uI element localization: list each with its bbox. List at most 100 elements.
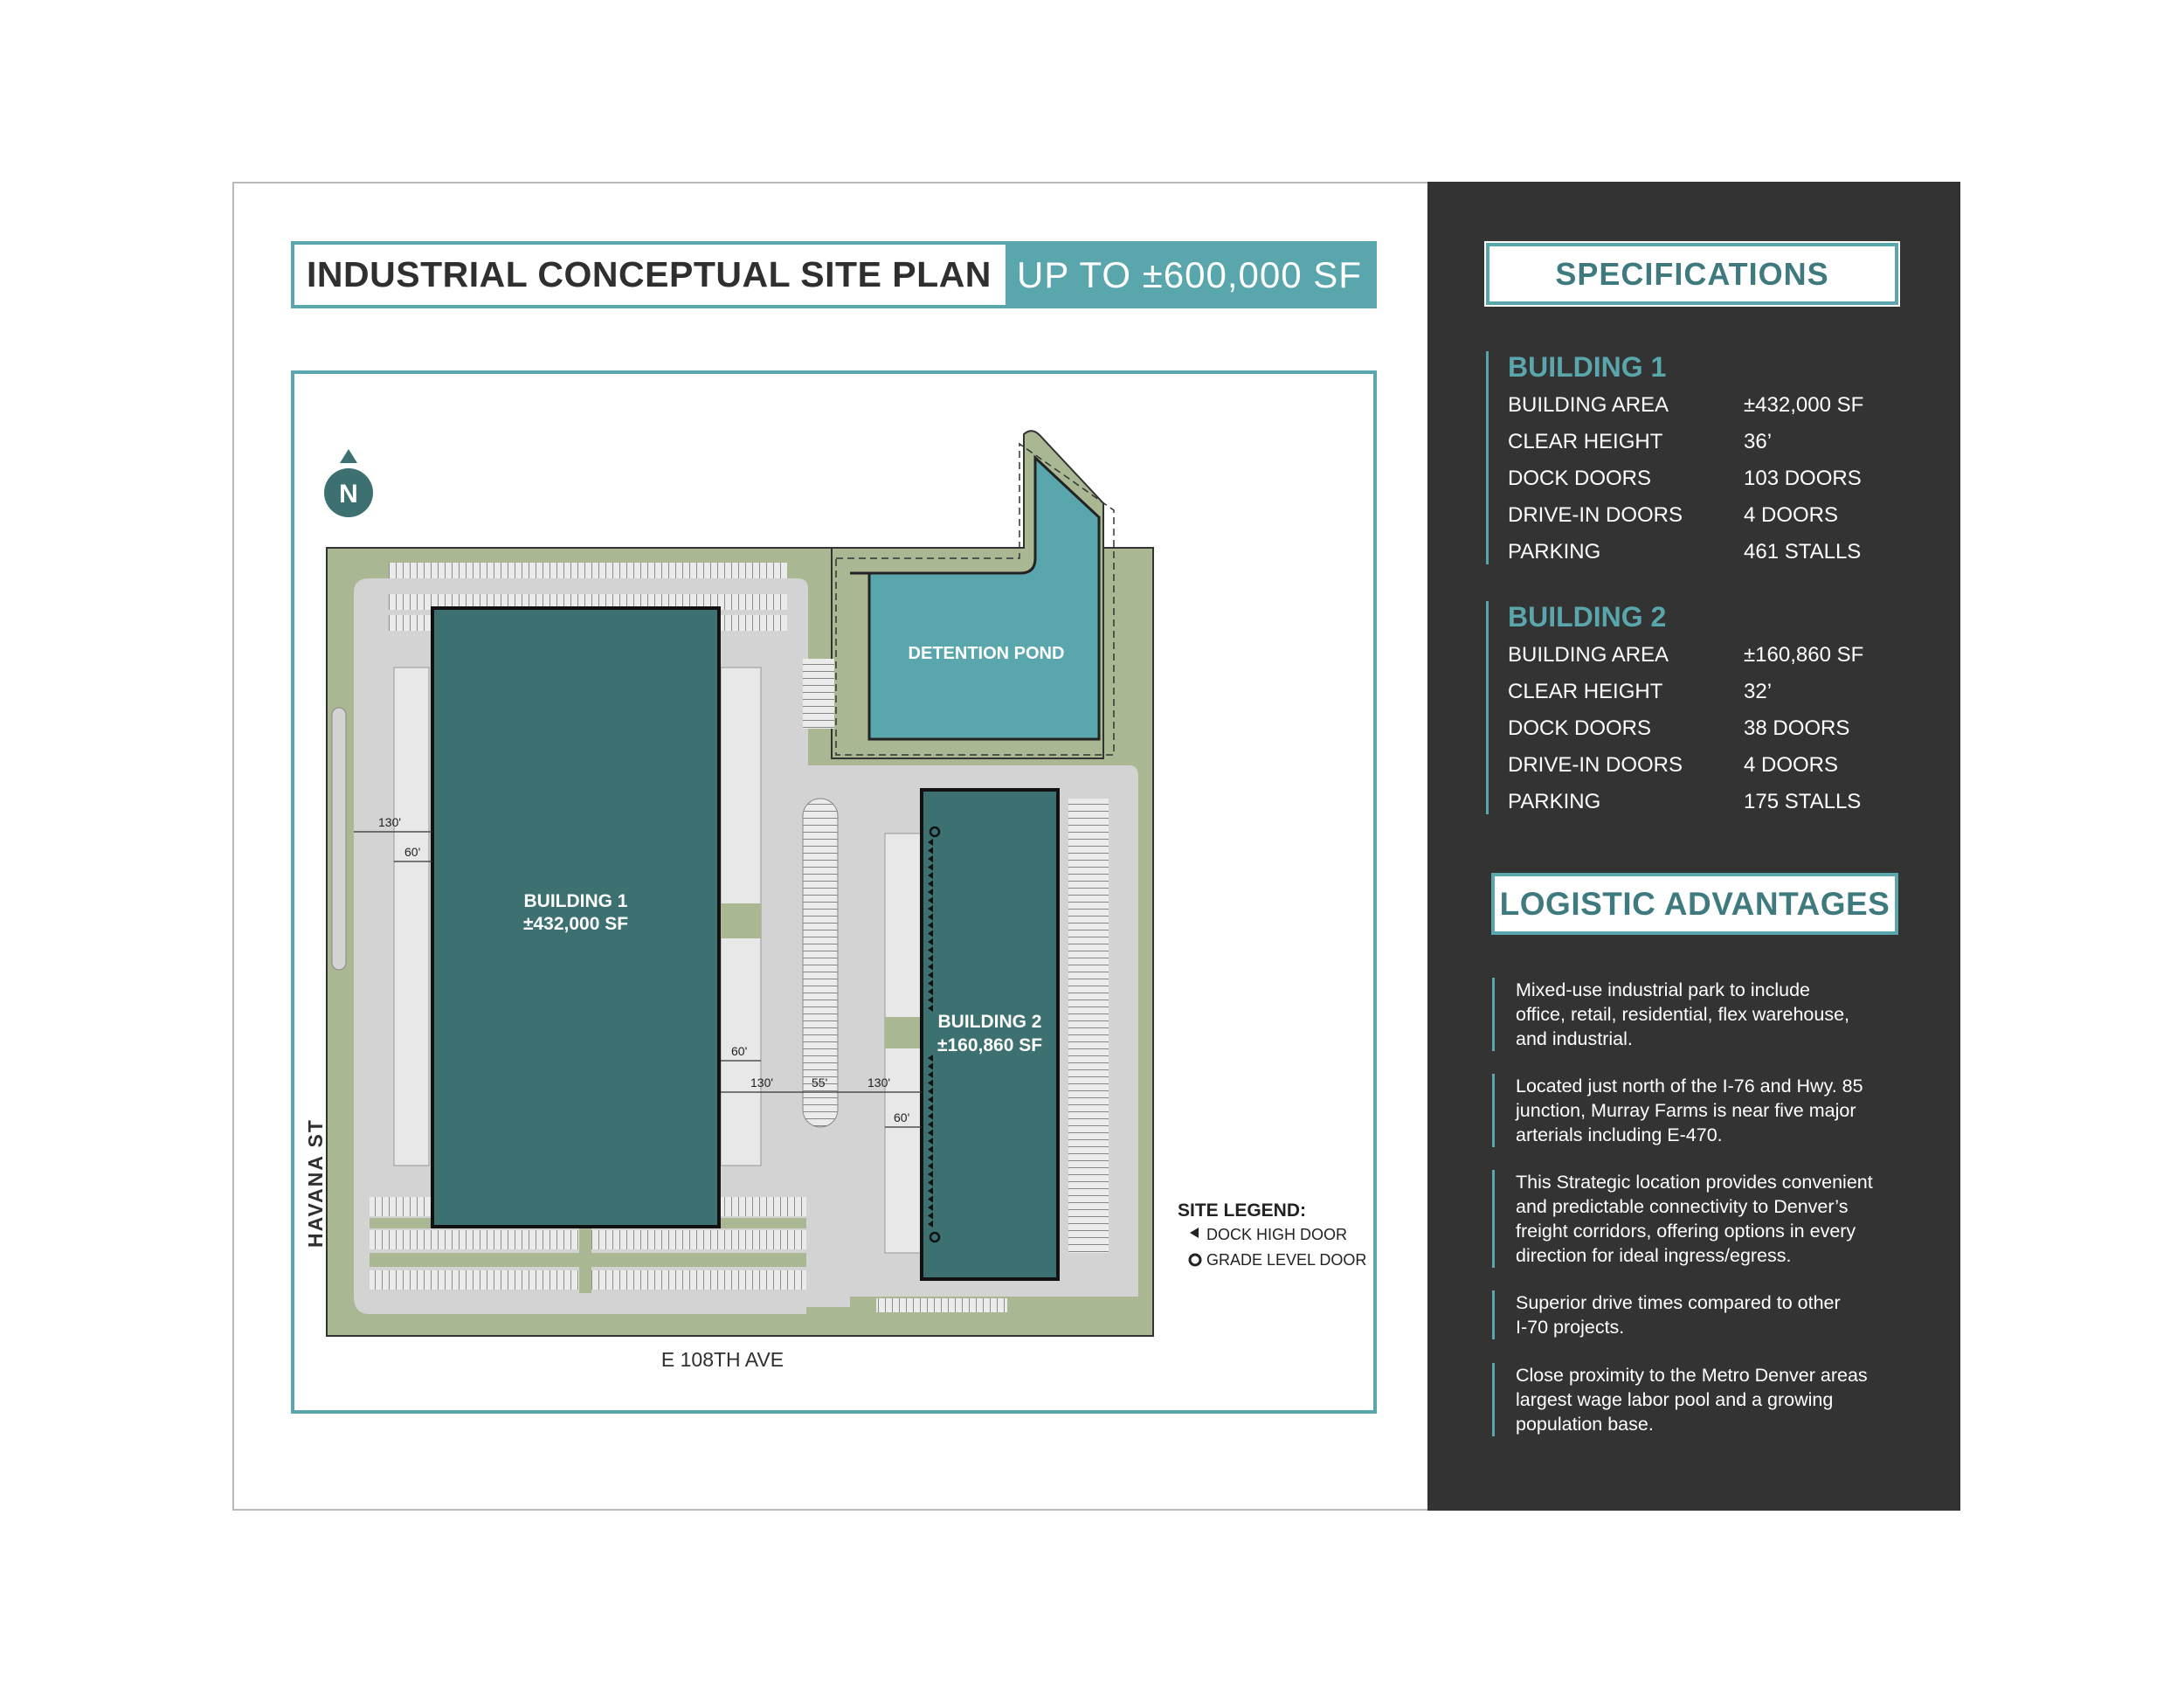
dock-door-icon — [928, 1096, 933, 1103]
dock-door-icon — [928, 863, 933, 871]
dock-door-icon — [928, 1088, 933, 1095]
dock-door-icon — [928, 1112, 933, 1120]
dim-60-b: 60' — [731, 1044, 747, 1058]
title-bar: INDUSTRIAL CONCEPTUAL SITE PLAN UP TO ±6… — [291, 241, 1377, 308]
dock-door-icon — [928, 847, 933, 854]
parking-west-small — [803, 659, 834, 729]
dock-door-icon — [928, 1062, 933, 1070]
specifications-heading: SPECIFICATIONS — [1484, 241, 1900, 307]
dock-door-icon — [928, 1179, 933, 1186]
legend-grade: GRADE LEVEL DOOR — [1206, 1251, 1366, 1269]
dock-door-icon — [928, 1104, 933, 1111]
parking-north-1 — [389, 563, 787, 578]
parking-east-b2 — [1068, 799, 1109, 1253]
dock-door-icon — [928, 1187, 933, 1194]
dock-door-icon — [928, 1005, 933, 1012]
building-2-title: BUILDING 2 — [1508, 601, 1667, 633]
dock-doors-b2 — [928, 839, 933, 1228]
building-1-area: ±432,000 SF — [523, 914, 628, 934]
dim-130-a: 130' — [378, 815, 401, 829]
dock-door-icon — [928, 1171, 933, 1178]
dock-door-icon — [928, 1195, 933, 1203]
logistic-advantages-heading: LOGISTIC ADVANTAGES — [1491, 873, 1898, 935]
landscape-b2 — [885, 1017, 922, 1048]
dim-130-c: 130' — [867, 1076, 890, 1090]
dock-door-icon — [928, 872, 933, 879]
truck-court-west — [393, 667, 430, 1166]
street-e108th: E 108TH AVE — [661, 1348, 784, 1371]
north-arrow-icon — [340, 449, 357, 463]
dock-door-icon — [928, 1121, 933, 1128]
dim-130-b: 130' — [750, 1076, 773, 1090]
dock-door-icon — [928, 972, 933, 979]
dock-door-icon — [928, 1204, 933, 1211]
dock-door-icon — [928, 930, 933, 937]
dock-door-icon — [928, 938, 933, 945]
dock-door-icon — [928, 996, 933, 1004]
dock-door-icon — [928, 946, 933, 954]
building-2-label: BUILDING 2 — [937, 1012, 1041, 1032]
detention-pond — [850, 454, 1101, 741]
advantage-item-5: Close proximity to the Metro Denver area… — [1492, 1363, 1911, 1436]
spec-row: BUILDING AREA±160,860 SF — [1508, 643, 1864, 667]
building-1 — [431, 606, 721, 1228]
advantage-item-4: Superior drive times compared to other I… — [1492, 1290, 1911, 1339]
dock-door-icon — [928, 1079, 933, 1087]
grade-door-2 — [929, 1231, 941, 1243]
building-1-specs: BUILDING 1 BUILDING AREA±432,000 SF CLEA… — [1486, 351, 1908, 564]
landscape-east-1 — [721, 903, 761, 938]
site-plan: DETENTION POND BUILDING 1 ±432,000 SF BU… — [304, 430, 1366, 1371]
grade-level-door-icon — [1188, 1253, 1202, 1267]
legend-title: SITE LEGEND: — [1178, 1200, 1306, 1221]
advantage-item-2: Located just north of the I-76 and Hwy. … — [1492, 1074, 1911, 1147]
dim-60-c: 60' — [894, 1110, 909, 1124]
dock-door-icon — [928, 913, 933, 921]
dock-high-door-icon — [1190, 1228, 1199, 1238]
dock-door-icon — [928, 839, 933, 846]
dock-door-icon — [928, 1138, 933, 1145]
dim-55: 55' — [812, 1076, 827, 1090]
building-2 — [920, 788, 1060, 1281]
advantage-item-3: This Strategic location provides conveni… — [1492, 1170, 1911, 1268]
parking-middle — [802, 798, 839, 1128]
building-1-title: BUILDING 1 — [1508, 351, 1667, 383]
specs-sidebar — [1427, 182, 1960, 1511]
pond-dashline — [835, 442, 1115, 756]
dock-door-icon — [928, 896, 933, 904]
dock-door-icon — [928, 1154, 933, 1161]
spec-row: BUILDING AREA±432,000 SF — [1508, 393, 1864, 417]
building-2-specs: BUILDING 2 BUILDING AREA±160,860 SF CLEA… — [1486, 601, 1908, 814]
dock-door-icon — [928, 889, 933, 896]
dock-door-icon — [928, 1212, 933, 1220]
site-plan-frame — [291, 370, 1377, 1414]
street-havana: HAVANA ST — [304, 1118, 327, 1248]
dock-door-icon — [928, 979, 933, 987]
dock-door-icon — [928, 855, 933, 862]
dock-door-icon — [928, 963, 933, 971]
dock-door-icon — [928, 1145, 933, 1153]
advantage-item-1: Mixed-use industrial park to include off… — [1492, 978, 1911, 1051]
dock-door-icon — [928, 1162, 933, 1170]
parking-north-2 — [389, 594, 787, 610]
dock-door-icon — [928, 922, 933, 929]
dock-door-icon — [928, 1055, 933, 1062]
dock-door-icon — [928, 988, 933, 995]
building-1-label: BUILDING 1 — [523, 891, 627, 911]
page-title: INDUSTRIAL CONCEPTUAL SITE PLAN — [307, 254, 992, 294]
dock-door-icon — [928, 1071, 933, 1078]
size-badge: UP TO ±600,000 SF — [1006, 245, 1373, 305]
building-2-area: ±160,860 SF — [937, 1035, 1042, 1055]
dim-60-a: 60' — [404, 845, 420, 859]
pond-label: DETENTION POND — [909, 644, 1065, 663]
west-drive — [331, 707, 347, 971]
north-circle-icon — [324, 468, 373, 517]
legend-dock: DOCK HIGH DOOR — [1206, 1226, 1347, 1243]
